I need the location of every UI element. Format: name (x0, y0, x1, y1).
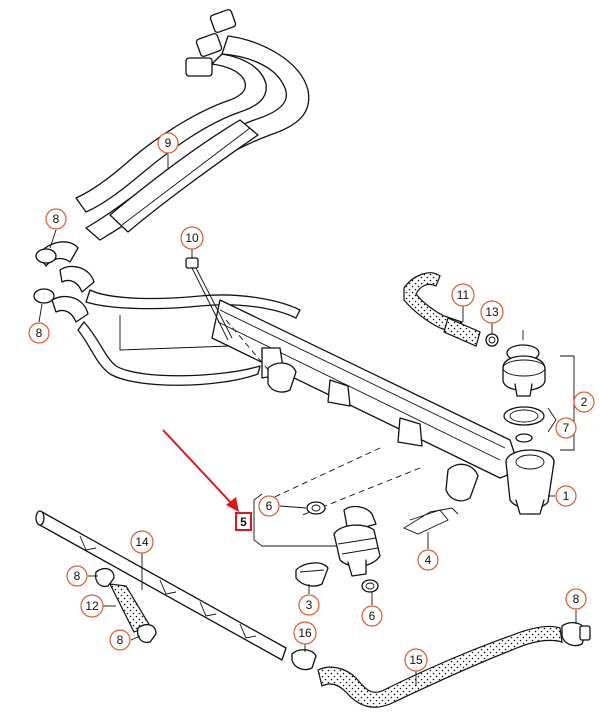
callout-14: 14 (130, 530, 154, 554)
callout-circle (180, 226, 204, 250)
callout-number: 13 (485, 305, 499, 319)
callout-2: 2 (573, 391, 595, 413)
clamp-8d (136, 623, 157, 644)
callout-circle (361, 605, 383, 627)
seal-6-lower (361, 579, 379, 593)
callout-8: 8 (66, 565, 88, 587)
top-connector-3 (185, 57, 213, 77)
highlight-callout-5: 5 (162, 429, 252, 531)
callout-circle (66, 565, 88, 587)
callout-number: 10 (185, 231, 199, 245)
callout-circle (451, 283, 475, 307)
return-hose-15 (317, 621, 591, 708)
callout-10: 10 (180, 226, 204, 250)
callout-number: 2 (581, 395, 588, 409)
callout-circle (298, 594, 320, 616)
clamp-8c (94, 567, 115, 588)
callout-number: 9 (165, 136, 172, 150)
callout-circle (565, 588, 587, 610)
callout-1: 1 (555, 485, 577, 507)
callout-number: 3 (306, 598, 313, 612)
assembly-guides (225, 319, 421, 547)
callout-circle (80, 594, 104, 618)
callout-15: 15 (404, 648, 428, 672)
top-connector-2 (195, 32, 223, 58)
spring-clip-4 (403, 509, 449, 535)
callout-circle (45, 208, 67, 230)
callout-number: 8 (36, 326, 43, 340)
clamp-13 (485, 333, 499, 347)
callout-circle (480, 300, 504, 324)
callout-circle (573, 391, 595, 413)
callout-circle (28, 322, 50, 344)
o-ring-small (515, 433, 533, 443)
left-hose-ends (33, 241, 301, 386)
callout-6: 6 (258, 495, 280, 517)
callout-6: 6 (361, 605, 383, 627)
callout-number: 8 (74, 569, 81, 583)
callout-circle (293, 621, 317, 645)
fuel-line-14 (35, 510, 317, 671)
callout-8: 8 (45, 208, 67, 230)
callout-number: 14 (135, 535, 149, 549)
callout-16: 16 (293, 621, 317, 645)
callout-number: 8 (53, 212, 60, 226)
callout-8: 8 (565, 588, 587, 610)
highlight-box (235, 512, 252, 531)
callout-number: 7 (563, 421, 570, 435)
clamp-16 (291, 649, 317, 671)
callout-number: 15 (409, 653, 423, 667)
seal-6-upper (306, 501, 326, 515)
callout-12: 12 (80, 594, 104, 618)
callout-9: 9 (157, 132, 179, 154)
callout-circle (258, 495, 280, 517)
highlight-label: 5 (240, 515, 247, 529)
callout-8: 8 (28, 322, 50, 344)
callout-number: 16 (298, 626, 312, 640)
clamp-lower (33, 288, 55, 304)
clamp-upper (35, 248, 57, 264)
callout-7: 7 (555, 417, 577, 439)
clip-3 (295, 562, 329, 587)
bolt-10 (185, 248, 233, 341)
callout-11: 11 (451, 283, 475, 307)
highlight-arrowhead (226, 497, 239, 512)
highlight-arrow (162, 429, 235, 507)
callout-number: 8 (117, 633, 124, 647)
callout-3: 3 (298, 594, 320, 616)
leader-lines (38, 154, 577, 686)
callout-circle (555, 417, 577, 439)
callout-number: 1 (563, 489, 570, 503)
injector-parts (295, 501, 459, 593)
callout-8: 8 (109, 629, 131, 651)
callout-number: 6 (369, 609, 376, 623)
callout-number: 11 (457, 288, 470, 302)
hose-assembly-9 (75, 8, 310, 241)
fuel-rail-1 (211, 299, 555, 515)
callout-circle (417, 549, 439, 571)
callout-number: 4 (425, 553, 432, 567)
callout-number: 12 (85, 599, 99, 613)
top-connector-1 (209, 8, 237, 34)
callout-circle (130, 530, 154, 554)
callout-circle (157, 132, 179, 154)
callout-number: 6 (266, 499, 273, 513)
callout-13: 13 (480, 300, 504, 324)
callout-4: 4 (417, 549, 439, 571)
callout-circle (404, 648, 428, 672)
callout-number: 8 (573, 592, 580, 606)
callout-circle (109, 629, 131, 651)
callout-circle (555, 485, 577, 507)
